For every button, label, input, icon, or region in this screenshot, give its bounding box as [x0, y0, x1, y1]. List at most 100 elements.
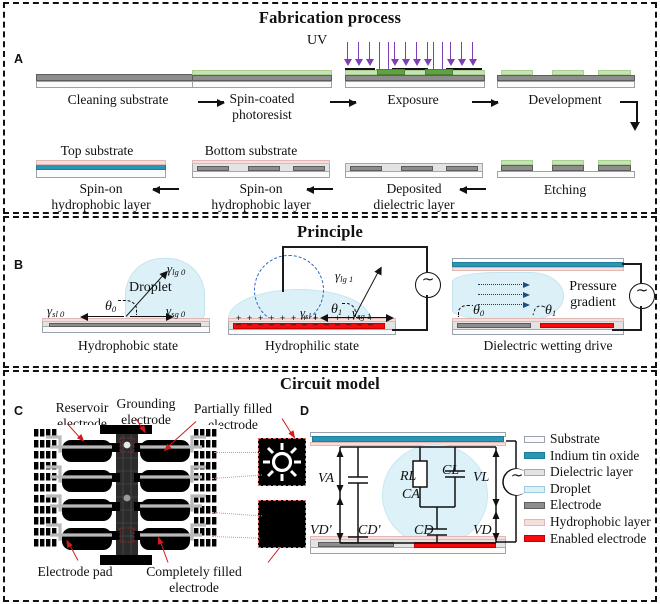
- electrode-pad: [34, 429, 39, 437]
- flow-arrow-4: [459, 185, 486, 194]
- layer-hydrophobic: [192, 160, 330, 164]
- section-title-principle: Principle: [297, 222, 363, 241]
- electrode-pad: [34, 451, 39, 459]
- stack-d-top-plate: [310, 432, 506, 446]
- section-title-circuit-model: Circuit model: [280, 374, 380, 393]
- flow-arrow-droplet-2: [478, 291, 530, 298]
- caption-exposure: Exposure: [387, 92, 439, 107]
- layer-enabled-electrode: [233, 323, 385, 329]
- gamma-lg1-label: γlg 1: [335, 268, 354, 284]
- electrode-pad: [194, 484, 199, 492]
- positive-charge: +: [368, 313, 374, 323]
- electrode-pad: [46, 539, 51, 547]
- caption-spin-on-hydrophobic-top: Spin-on hydrophobic layer: [51, 181, 151, 212]
- layer-electrode-3: [446, 165, 478, 171]
- label-electrode-pad: Electrode pad: [37, 564, 113, 579]
- label-va: VA: [318, 471, 335, 486]
- negative-charge: –: [313, 319, 319, 329]
- theta1-arc: [342, 303, 356, 317]
- electrode-pad: [34, 440, 39, 448]
- electrode-pad: [212, 495, 217, 503]
- electrode-pad: [52, 517, 57, 525]
- electrode-pad: [40, 517, 45, 525]
- vector-gamma-sl0: [80, 313, 124, 321]
- wire-b2-top-vertical: [282, 246, 284, 292]
- theta0-dwd-arc: [458, 305, 473, 317]
- layer-photoresist-remaining-1: [501, 70, 533, 75]
- label-vd-prime: VD': [310, 523, 332, 538]
- legend-swatch: [524, 435, 545, 443]
- stack-hydrophilic-state: [228, 318, 396, 335]
- label-cl: CL: [442, 463, 460, 478]
- layer-substrate: [36, 169, 166, 178]
- uv-arrow: [355, 42, 363, 66]
- electrode-pad: [40, 539, 45, 547]
- legend-item: Substrate: [524, 431, 656, 448]
- legend-item: Electrode: [524, 497, 656, 514]
- legend-swatch: [524, 452, 545, 460]
- electrode-pad: [206, 528, 211, 536]
- electrode-pad: [200, 440, 205, 448]
- positive-charge: +: [313, 313, 319, 323]
- electrode-pad: [34, 528, 39, 536]
- electrode-pad: [200, 506, 205, 514]
- uv-arrow: [424, 42, 432, 66]
- panel-letter-d: D: [300, 404, 310, 418]
- photomask-2: [392, 68, 428, 70]
- stack-cleaning-substrate: [36, 74, 200, 88]
- label-vl: VL: [473, 470, 490, 485]
- layer-electrode-1: [501, 165, 533, 171]
- flow-arrow-6: [152, 185, 179, 194]
- layer-electrode-off: [318, 541, 394, 547]
- legend-label: Dielectric layer: [550, 464, 633, 480]
- theta1-dwd-label: θ1: [545, 303, 557, 318]
- electrode-pad: [46, 528, 51, 536]
- layer-electrode-2: [401, 165, 433, 171]
- electrode-pad: [194, 451, 199, 459]
- electrode-pad: [46, 473, 51, 481]
- ac-source-b3: ∼: [629, 283, 655, 309]
- layer-electrode: [345, 75, 485, 81]
- legend-item: Hydrophobic layer: [524, 514, 656, 531]
- layer-electrode-off: [457, 323, 531, 328]
- legend-swatch: [524, 518, 545, 526]
- layer-hydrophobic: [452, 266, 624, 271]
- electrode-pad: [194, 528, 199, 536]
- electrode-pad: [52, 539, 57, 547]
- electrode-pad: [34, 484, 39, 492]
- layer-photoresist-exposed-2: [425, 69, 453, 75]
- electrode-pad: [200, 451, 205, 459]
- electrode-pad: [212, 451, 217, 459]
- electrode-pad: [34, 495, 39, 503]
- layer-hydrophobic: [42, 318, 210, 322]
- stack-etching: [497, 160, 635, 178]
- layer-photoresist-exposed-1: [377, 69, 405, 75]
- label-pressure-gradient: Pressure gradient: [569, 279, 617, 310]
- electrode-pad: [52, 495, 57, 503]
- caption-deposited-dielectric: Deposited dielectric layer: [373, 181, 455, 212]
- caption-etching: Etching: [543, 182, 587, 197]
- electrode-pad: [52, 506, 57, 514]
- uv-arrow: [402, 42, 410, 66]
- electrode-pad: [194, 506, 199, 514]
- electrode-pad: [206, 451, 211, 459]
- layer-substrate: [192, 81, 332, 88]
- positive-charge: +: [247, 313, 253, 323]
- electrode-pad: [40, 473, 45, 481]
- section-title-fabrication: Fabrication process: [258, 8, 402, 27]
- layer-enabled-electrode: [414, 541, 496, 548]
- legend-item: Enabled electrode: [524, 531, 656, 548]
- panel-a-border: [3, 2, 657, 214]
- electrode-pad: [46, 429, 51, 437]
- flow-arrow-3: [472, 98, 499, 107]
- label-bottom-substrate: Bottom substrate: [204, 143, 298, 158]
- layer-electrode-3: [293, 165, 325, 171]
- caption-hydrophobic-state: Hydrophobic state: [77, 338, 179, 353]
- electrode-pad: [206, 495, 211, 503]
- electrode-pad: [194, 429, 199, 437]
- electrode-pad: [200, 528, 205, 536]
- layer-electrode-3: [598, 165, 631, 171]
- negative-charge: –: [258, 319, 264, 329]
- label-cd-prime: CD': [358, 523, 381, 538]
